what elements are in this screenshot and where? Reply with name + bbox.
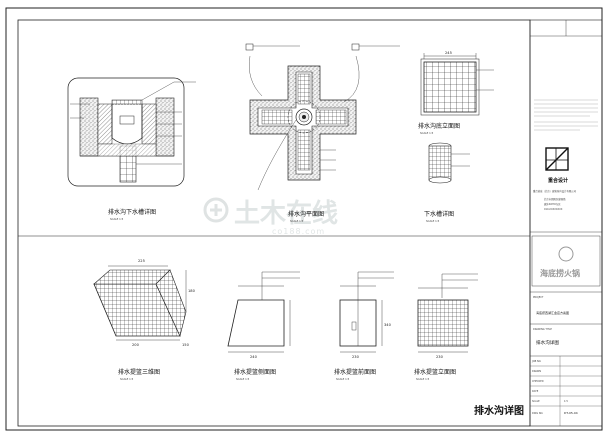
row-label-5: DWG NO. (532, 412, 543, 415)
watermark-text: 土木在线 (234, 199, 338, 229)
view-cage-front: 340 230 排水提篮前面图 SCALE 1:5 (334, 271, 394, 381)
row-label-4: SCALE (532, 400, 540, 403)
caption-section: 排水沟下水槽详图 (108, 208, 156, 216)
caption-section-scale: SCALE 1:5 (110, 217, 124, 221)
view-section-top-left (67, 77, 196, 187)
view-plan-right: 245 (420, 51, 494, 184)
project-value: 海底捞西湖汇金店方案图 (536, 310, 569, 315)
caption-cage3d-scale: SCALE 1:5 (120, 377, 134, 381)
row-label-0: JOB NO. (531, 360, 542, 363)
caption-plan-center-scale: SCALE 1:5 (290, 219, 304, 223)
caption-plan-right: 排水沟底立面图 (418, 122, 460, 130)
caption-cage-front-scale: SCALE 1:5 (336, 377, 350, 381)
caption-cage-elev-scale: SCALE 1:5 (416, 377, 430, 381)
firm-name: 重合设计 (548, 177, 568, 184)
row-label-3: DATE (532, 390, 539, 393)
row-label-2: CHECKED (532, 380, 544, 383)
row-label-1: DRAWN (532, 370, 541, 373)
drawing-label: DRAWING TITLE (533, 328, 552, 331)
caption-cage-elev: 排水提篮立面图 (414, 368, 456, 376)
caption-basket: 下水槽详图 (424, 210, 454, 218)
view-cage-side: 240 排水提篮侧面图 SCALE 1:5 (227, 271, 300, 381)
title-block: 重合设计 重合创意（北京）建筑室内设计有限公司 北京市朝阳区建国路 建外SOHO… (529, 19, 603, 427)
dim-cage-side-bottom: 240 (250, 355, 258, 359)
dim-plan-right-top: 245 (445, 51, 452, 55)
watermark: 土木在线 co188.com (203, 197, 338, 236)
dim-cage-elev-bottom: 230 (436, 355, 444, 359)
caption-plan-right-scale: SCALE 1:5 (420, 131, 434, 135)
caption-plan-center: 排水沟平面图 (288, 210, 324, 218)
tb-rows: JOB NO. DRAWN CHECKED DATE SCALE 1:5 DWG… (530, 356, 602, 426)
drawing-value: 排水沟详图 (536, 339, 559, 346)
captions-top: 排水沟下水槽详图 SCALE 1:5 排水沟平面图 SCALE 1:5 排水沟底… (108, 122, 460, 223)
dim-cage3d-base: 200 (132, 343, 140, 347)
dim-cage3d-depth: 150 (182, 343, 190, 347)
view-cage-elev: 230 排水提篮立面图 SCALE 1:5 (414, 273, 478, 381)
caption-cage-side-scale: SCALE 1:5 (236, 377, 250, 381)
caption-cage3d: 排水提篮三维图 (118, 368, 160, 376)
dim-cage-front-bottom: 230 (352, 355, 360, 359)
row-value-5: DT-05-04 (564, 411, 578, 415)
client-logo: 海底捞火锅 (540, 268, 580, 278)
view-cage-3d: 225 180 150 200 排水提篮三维图 SCALE 1:5 (93, 259, 196, 381)
firm-full: 重合创意（北京）建筑室内设计有限公司 (533, 189, 577, 193)
address-0: 北京市朝阳区建国路 (544, 197, 566, 201)
drawing-title: 排水沟详图 (474, 404, 524, 417)
project-label: PROJECT (533, 296, 544, 299)
dim-cage3d-side: 180 (188, 289, 196, 293)
address-2: 010-XXXXXXXX (544, 208, 563, 211)
caption-basket-scale: SCALE 1:5 (426, 219, 440, 223)
client-logo-mark (558, 246, 574, 262)
caption-cage-side: 排水提篮侧面图 (234, 368, 276, 376)
dim-cage3d-top: 225 (138, 259, 145, 263)
watermark-sub: co188.com (272, 227, 325, 236)
view-plan-center (245, 43, 400, 191)
address-1: 建外SOHO东区 (544, 202, 561, 206)
row-value-4: 1:5 (564, 400, 568, 403)
notes-block (534, 99, 598, 131)
dim-cage-front-h: 340 (384, 323, 392, 327)
caption-cage-front: 排水提篮前面图 (334, 368, 376, 376)
